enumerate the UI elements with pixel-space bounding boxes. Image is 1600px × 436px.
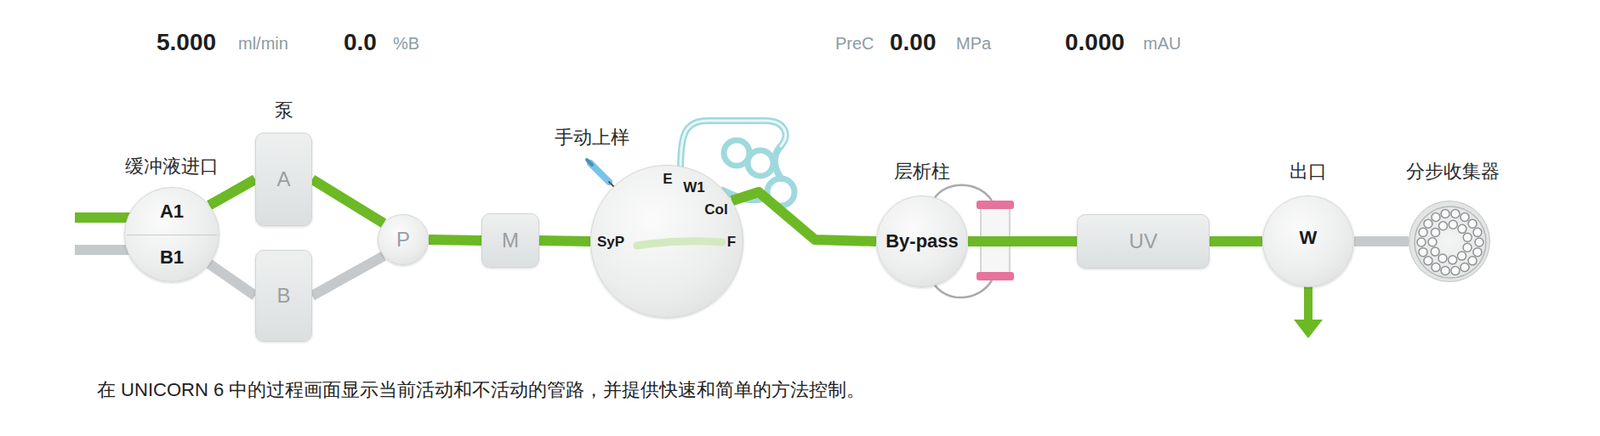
node-label: A1 <box>159 202 184 222</box>
tube <box>1457 224 1467 234</box>
sample-loop <box>680 120 795 206</box>
tube <box>1439 222 1448 231</box>
rack-rim <box>1414 206 1487 279</box>
flow-pipe <box>1209 236 1263 247</box>
pressure-sensor: P <box>377 214 429 266</box>
node-label: A <box>276 169 291 190</box>
status-label: mAU <box>1143 34 1181 52</box>
node-label: W1 <box>683 180 706 195</box>
tube <box>1423 219 1433 228</box>
node-heading: 出口 <box>1289 162 1327 182</box>
node-heading: 层析柱 <box>893 162 951 182</box>
status-label: ml/min <box>238 34 289 52</box>
status-label: %B <box>392 34 420 52</box>
node-label: W <box>1299 228 1318 248</box>
heading-label: 泵 <box>274 101 294 120</box>
node-label: B1 <box>159 248 184 268</box>
tube <box>1430 247 1440 257</box>
tube <box>1468 219 1477 228</box>
tube <box>1448 256 1458 265</box>
uv-monitor: UV <box>1076 214 1210 269</box>
tube <box>1463 233 1472 242</box>
flow-pipe <box>1354 236 1409 247</box>
tube <box>1440 266 1450 275</box>
flow-pipe <box>967 236 1077 247</box>
node-label: UV <box>1128 231 1157 252</box>
outlet-valve: 出口W <box>1262 195 1355 288</box>
tube <box>1431 213 1441 223</box>
tube <box>1460 262 1470 272</box>
tube <box>1417 238 1426 247</box>
tube <box>1431 262 1441 272</box>
collector-rack <box>1409 201 1492 284</box>
status-label: 0.000 <box>1064 30 1125 55</box>
flow-pipe <box>539 240 591 242</box>
fraction-collector: 分步收集器 <box>1408 200 1491 283</box>
node-label: B <box>276 285 291 307</box>
column-valve: 层析柱By-pass <box>876 195 968 288</box>
tube <box>1473 227 1482 237</box>
node-heading: 分步收集器 <box>1406 162 1500 182</box>
tube <box>1430 227 1440 237</box>
caption: 在 UNICORN 6 中的过程画面显示当前活动和不活动的管路，并提供快速和简单… <box>96 381 866 400</box>
valve-channel-line <box>637 241 723 246</box>
tube <box>1418 248 1428 257</box>
node-label: F <box>727 234 736 250</box>
tube <box>1473 248 1482 257</box>
divider-line <box>126 234 217 236</box>
status-label: PreC <box>835 34 875 52</box>
flow-pipe <box>312 179 384 224</box>
tube <box>1440 210 1450 219</box>
node-heading: 手动上样 <box>554 128 630 148</box>
status-label: MPa <box>956 34 991 52</box>
mixer-box: M <box>481 213 540 268</box>
tube <box>1423 256 1433 266</box>
outlet-arrow <box>1293 280 1323 339</box>
node-label: By-pass <box>885 232 959 251</box>
pump-box: A <box>255 132 313 227</box>
flow-pipe <box>428 239 482 241</box>
injection-valve: 手动上样SyPEW1ColF <box>590 165 744 319</box>
node-label: SyP <box>597 234 625 250</box>
tube <box>1474 238 1484 247</box>
tube <box>1460 213 1470 223</box>
tube <box>1451 266 1460 275</box>
tube <box>1418 227 1428 237</box>
flow-pipe <box>731 192 877 242</box>
node-label: M <box>501 230 519 251</box>
tube <box>1457 251 1467 261</box>
status-label: 5.000 <box>156 30 217 55</box>
tube <box>1451 210 1460 219</box>
inlet-valve: 缓冲液进口A1B1 <box>124 187 220 283</box>
pump-box: B <box>255 250 313 342</box>
flow-pipe <box>209 179 256 206</box>
status-label: 0.00 <box>889 30 937 55</box>
flow-pipe <box>312 256 384 297</box>
tube <box>1463 243 1472 252</box>
node-heading: 缓冲液进口 <box>125 157 219 177</box>
tube <box>1468 256 1477 266</box>
node-label: P <box>396 229 410 251</box>
tube <box>1438 254 1447 263</box>
tube <box>1428 238 1437 247</box>
tube <box>1448 220 1458 229</box>
node-label: E <box>662 171 672 187</box>
status-label: 0.0 <box>343 30 377 55</box>
node-label: Col <box>704 202 728 217</box>
flow-pipe <box>209 264 256 297</box>
